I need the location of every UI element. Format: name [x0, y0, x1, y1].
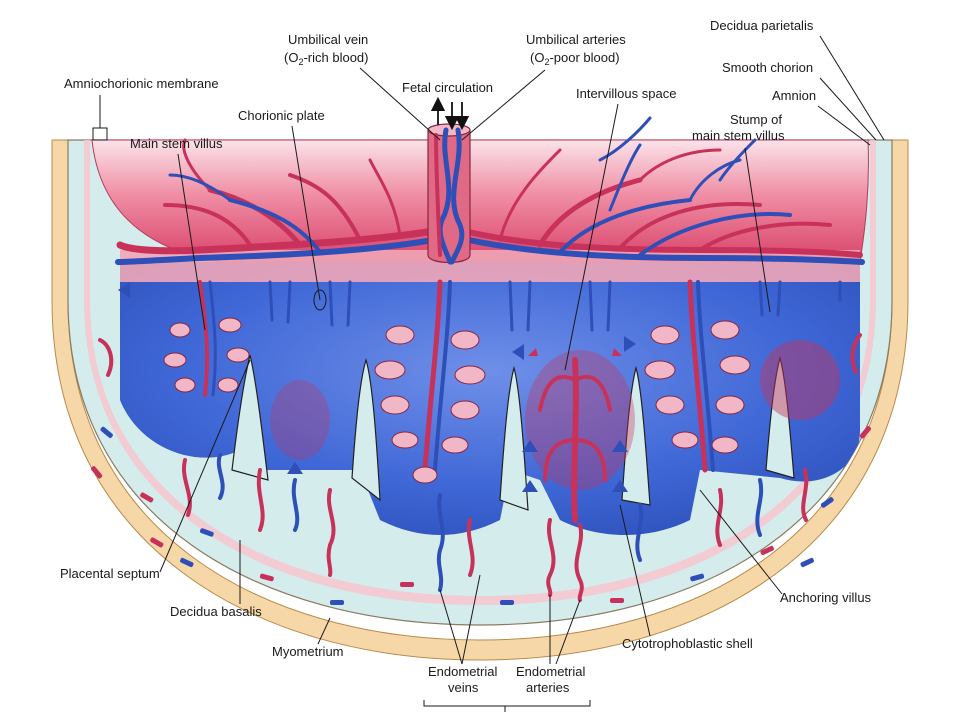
flow-arrows: [118, 282, 636, 492]
label-endometrial-veins-2: veins: [448, 680, 479, 695]
main-stem-villus-right: [644, 279, 751, 473]
label-chorionic-plate: Chorionic plate: [238, 108, 325, 123]
chorionic-veins: [115, 116, 865, 265]
label-endometrial-veins-1: Endometrial: [428, 664, 497, 679]
label-placental-septum: Placental septum: [60, 566, 160, 581]
label-umbilical-arteries-oxygen: (O2-poor blood): [530, 50, 620, 67]
label-fetal-circulation: Fetal circulation: [402, 80, 493, 95]
main-stem-villus-center: [374, 279, 486, 484]
label-amniochorionic-membrane: Amniochorionic membrane: [64, 76, 219, 91]
label-umbilical-arteries: Umbilical arteries: [526, 32, 626, 47]
umbilical-cord: [427, 96, 471, 265]
label-smooth-chorion: Smooth chorion: [722, 60, 813, 75]
endometrial-arteries: [98, 333, 862, 602]
myometrial-vessels: [91, 426, 871, 605]
myometrium-layer: [51, 139, 909, 661]
placental-septum-1: [231, 354, 269, 481]
label-decidua-basalis: Decidua basalis: [170, 604, 262, 619]
endometrial-veins: [216, 453, 764, 592]
label-cytotrophoblastic-shell: Cytotrophoblastic shell: [622, 636, 753, 651]
labels: Amniochorionic membrane Umbilical vein (…: [60, 18, 885, 712]
label-myometrium: Myometrium: [272, 644, 344, 659]
label-main-stem-villus: Main stem villus: [130, 136, 223, 151]
placental-septum-4: [621, 365, 651, 506]
label-anchoring-villus: Anchoring villus: [780, 590, 872, 605]
placental-septum-2: [351, 357, 381, 502]
label-umbilical-vein-oxygen: (O2-rich blood): [284, 50, 369, 67]
label-endometrial-arteries-2: arteries: [526, 680, 570, 695]
label-intervillous-space: Intervillous space: [576, 86, 676, 101]
villus-stubs: [268, 280, 842, 332]
placental-septum-3: [499, 365, 529, 511]
label-endometrial-arteries-1: Endometrial: [516, 664, 585, 679]
label-amnion: Amnion: [772, 88, 816, 103]
label-decidua-parietalis: Decidua parietalis: [710, 18, 814, 33]
label-stump-line1: Stump of: [730, 112, 782, 127]
main-stem-villus-left: [163, 280, 250, 397]
label-stump-line2: main stem villus: [692, 128, 785, 143]
placental-septum-5: [765, 355, 795, 479]
maternal-arterial-jet: [528, 348, 622, 523]
label-umbilical-vein: Umbilical vein: [288, 32, 368, 47]
